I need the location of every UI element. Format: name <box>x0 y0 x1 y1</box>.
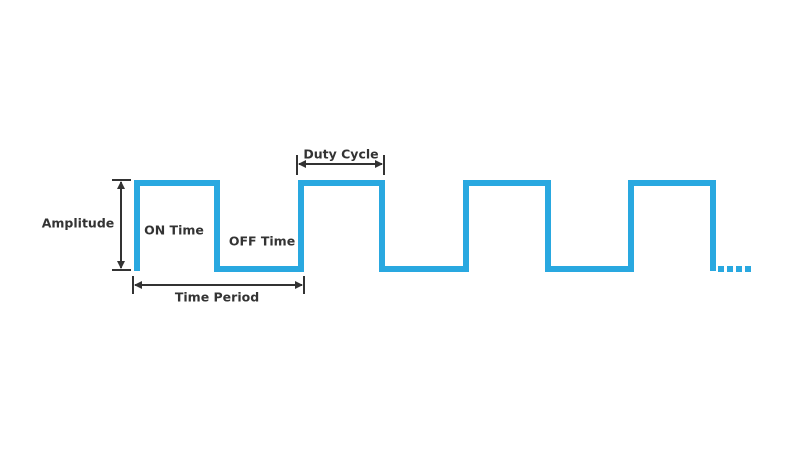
square-waveform <box>134 180 716 272</box>
amplitude-label: Amplitude <box>41 215 115 231</box>
off-time-label: OFF Time <box>228 233 296 249</box>
amplitude-arrow <box>112 179 131 271</box>
duty-cycle-arrow <box>296 155 385 175</box>
time-period-label: Time Period <box>174 289 260 305</box>
on-time-label: ON Time <box>144 222 204 238</box>
duty-cycle-label: Duty Cycle <box>303 146 379 162</box>
time-period-arrow <box>132 276 305 294</box>
continuation-dots <box>718 266 751 272</box>
